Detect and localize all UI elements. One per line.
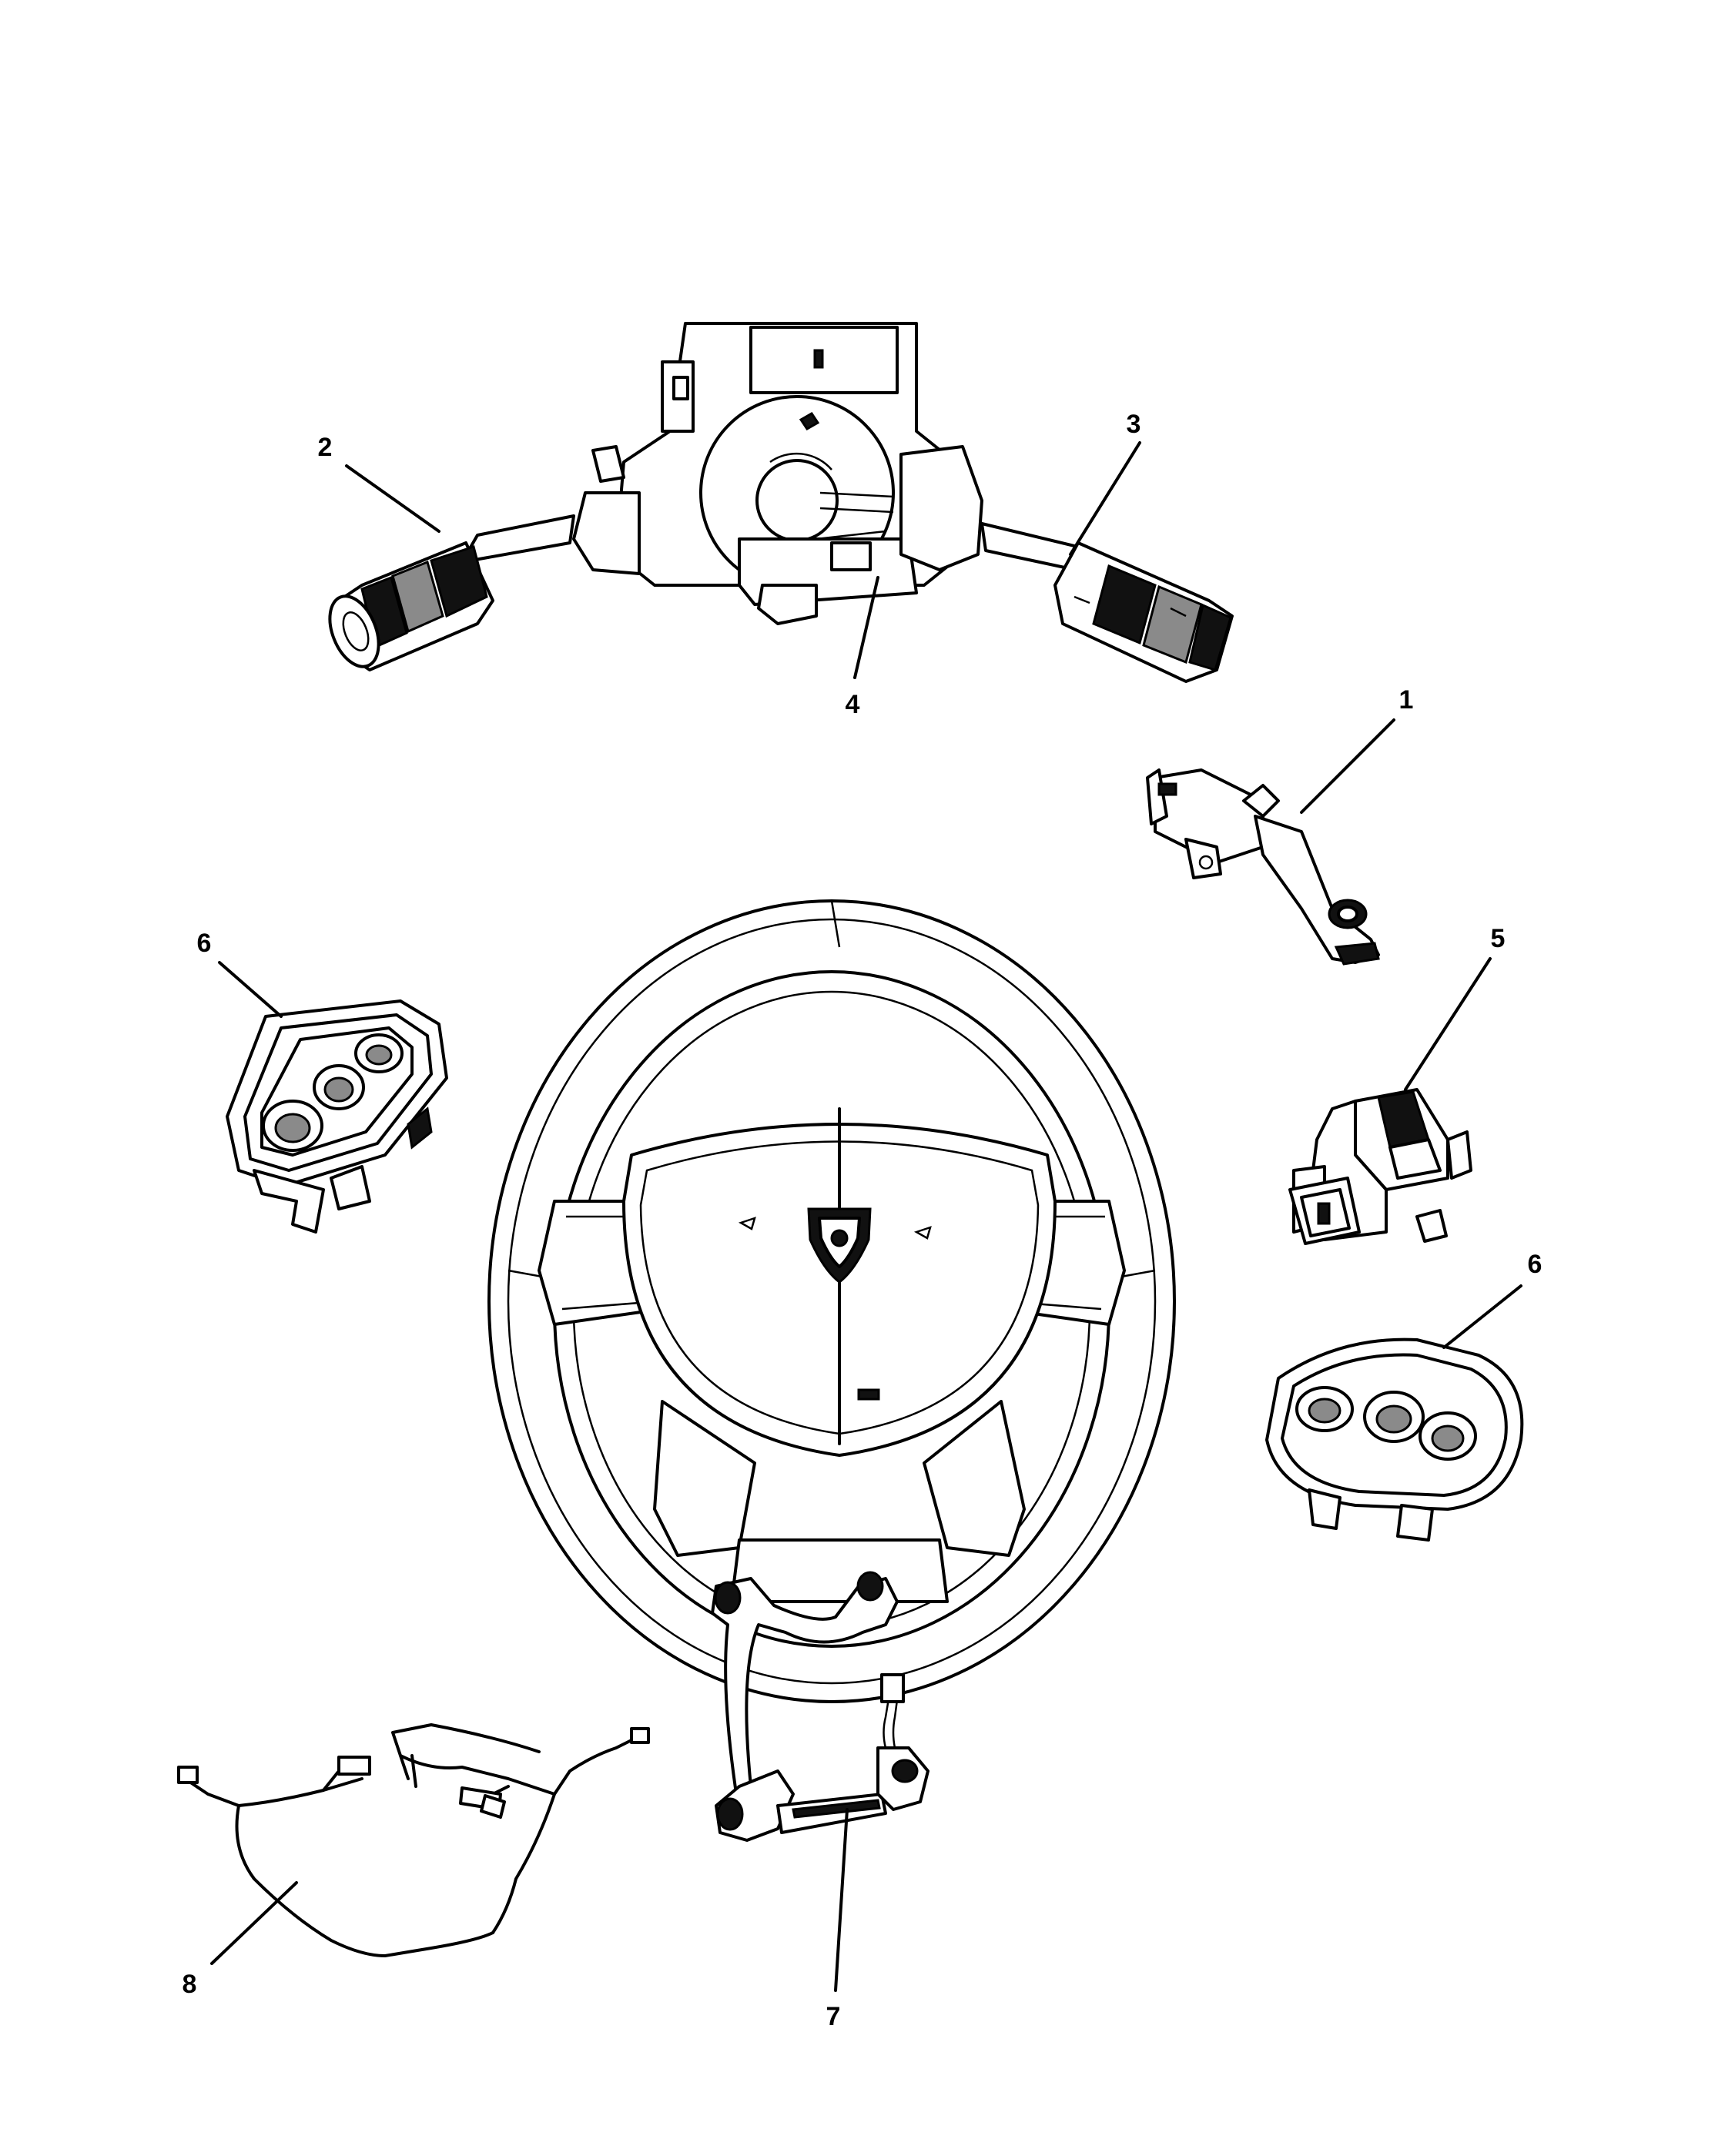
- callout-7: 7: [826, 2002, 841, 2031]
- callout-3: 3: [1127, 410, 1141, 439]
- switch-module: [1288, 1088, 1472, 1245]
- callout-5: 5: [1491, 924, 1506, 953]
- leader-line-6a: [218, 961, 283, 1018]
- turn-signal-wiper-stalk-right: [980, 522, 1234, 683]
- leader-line-3: [1069, 441, 1141, 556]
- turn-signal-wiper-stalk-left: [328, 514, 575, 671]
- wiring-harness: [177, 1723, 650, 1957]
- callout-8: 8: [183, 1970, 197, 1999]
- switch-mounting-bracket: [711, 1571, 929, 1842]
- switch-bezel-right: [1265, 1337, 1524, 1542]
- leader-line-7: [834, 1808, 849, 1992]
- callout-labels: 1 2 3 4 5 6 6 7 8: [183, 410, 1542, 2031]
- leader-line-1: [1300, 718, 1395, 814]
- leader-lines: [210, 441, 1522, 1992]
- leader-line-5: [1404, 957, 1492, 1091]
- callout-4: 4: [846, 690, 860, 719]
- callout-1: 1: [1399, 685, 1414, 715]
- paddle-switch: [1146, 768, 1380, 966]
- callout-6b: 6: [1528, 1250, 1542, 1279]
- multifunction-switch-assembly: [572, 322, 983, 625]
- leader-line-8: [210, 1881, 298, 1965]
- leader-line-2: [345, 464, 440, 533]
- switch-bezel-left: [226, 999, 448, 1234]
- leader-line-4: [853, 576, 879, 679]
- leader-line-6b: [1442, 1284, 1522, 1349]
- steering-wheel: [487, 899, 1176, 1703]
- callout-2: 2: [318, 433, 333, 462]
- callout-6a: 6: [197, 929, 212, 958]
